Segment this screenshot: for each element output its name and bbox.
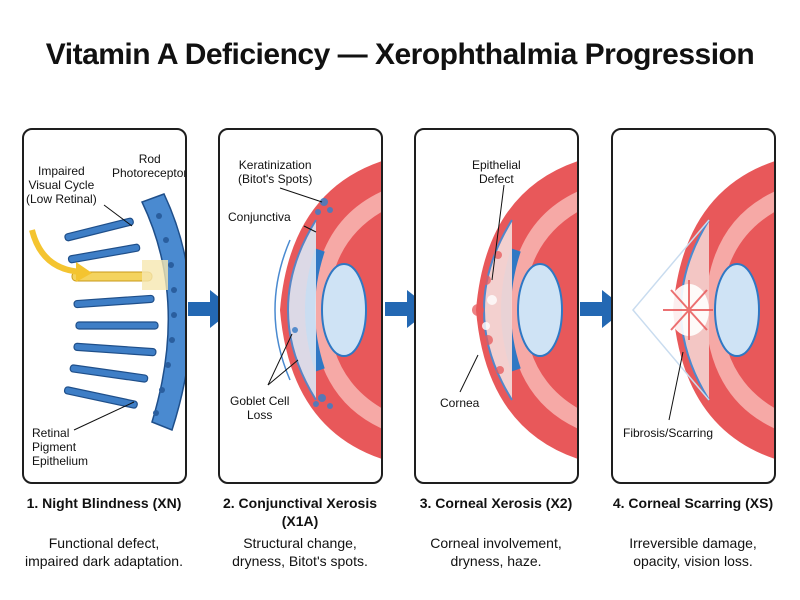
- label-goblet-cell-loss: Goblet Cell Loss: [230, 394, 290, 422]
- stage-desc-2: Structural change, dryness, Bitot's spot…: [232, 535, 368, 569]
- eye-corneal-xerosis-illustration: [459, 161, 577, 459]
- label-impaired-visual-cycle: Impaired Visual Cycle (Low Retinal): [26, 164, 97, 206]
- page-title: Vitamin A Deficiency — Xerophthalmia Pro…: [45, 38, 755, 71]
- stage-desc-4: Irreversible damage, opacity, vision los…: [629, 535, 757, 569]
- eye-conjunctival-illustration: [267, 161, 381, 459]
- stage-title-1: 1. Night Blindness (XN): [26, 495, 182, 511]
- label-epithelial-defect: Epithelial Defect: [472, 158, 521, 186]
- label-conjunctiva: Conjunctiva: [228, 210, 291, 224]
- rod-photoreceptor-illustration: [29, 193, 185, 431]
- stage-desc-1: Functional defect, impaired dark adaptat…: [25, 535, 183, 569]
- label-fibrosis-scarring: Fibrosis/Scarring: [623, 426, 714, 440]
- panel-corneal-xerosis: Epithelial Defect Cornea: [414, 128, 579, 484]
- label-keratinization: Keratinization (Bitot's Spots): [238, 158, 313, 186]
- panel-corneal-scarring: Fibrosis/Scarring: [611, 128, 776, 484]
- panel-conjunctival-xerosis: Keratinization (Bitot's Spots) Conjuncti…: [218, 128, 383, 484]
- label-cornea: Cornea: [440, 396, 480, 410]
- stage-title-3: 3. Corneal Xerosis (X2): [419, 495, 573, 511]
- label-retinal-pigment-epithelium: Retinal Pigment Epithelium: [32, 426, 89, 468]
- label-rod-photoreceptor: Rod Photoreceptor: [112, 152, 187, 180]
- eye-corneal-scarring-illustration: [632, 161, 774, 459]
- panel-night-blindness: Impaired Visual Cycle (Low Retinal) Rod …: [22, 128, 187, 484]
- stage-desc-3: Corneal involvement, dryness, haze.: [430, 535, 562, 569]
- stage-title-2: 2. Conjunctival Xerosis (X1A): [222, 495, 378, 529]
- stage-title-4: 4. Corneal Scarring (XS): [612, 495, 774, 511]
